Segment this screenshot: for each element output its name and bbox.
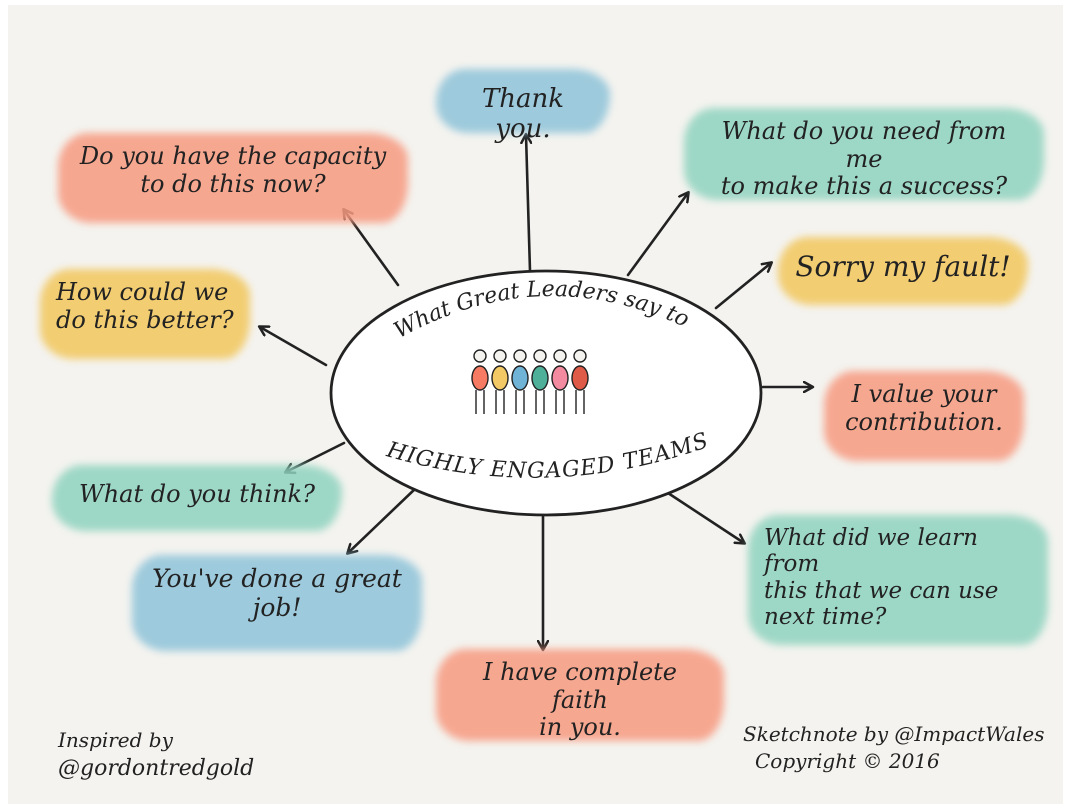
arrow-great-job xyxy=(348,486,418,553)
arrow-learn xyxy=(666,491,744,543)
credit-sketch-line-2: Copyright © 2016 xyxy=(755,749,940,773)
note-better-line-2: do this better? xyxy=(56,305,234,334)
note-capacity-line-2: to do this now? xyxy=(140,169,326,198)
note-thank-you: Thank you. xyxy=(436,69,610,144)
note-sorry: Sorry my fault! xyxy=(778,237,1028,305)
note-learn-line-3: next time? xyxy=(764,604,887,631)
note-capacity: Do you have the capacity to do this now? xyxy=(58,133,408,223)
credit-sketchnote: Sketchnote by @ImpactWales Copyright © 2… xyxy=(743,721,1044,775)
credit-inspired-line-2: @gordontredgold xyxy=(58,756,255,781)
note-faith-line-1: I have complete faith xyxy=(482,658,677,714)
credit-sketch-line-1: Sketchnote by @ImpactWales xyxy=(743,722,1045,746)
note-learn-line-1: What did we learn from xyxy=(764,525,978,578)
note-value-line-2: contribution. xyxy=(845,407,1003,436)
credit-inspired-line-1: Inspired by xyxy=(58,728,173,752)
note-think-text: What do you think? xyxy=(79,480,315,508)
arrow-better xyxy=(260,327,328,367)
arrow-thank-you xyxy=(526,135,530,273)
note-sorry-text: Sorry my fault! xyxy=(795,250,1011,283)
note-need-line-1: What do you need from me xyxy=(721,117,1007,173)
note-learn-line-2: this that we can use xyxy=(764,577,999,604)
note-need-from-me: What do you need from me to make this a … xyxy=(684,108,1044,200)
note-great-job: You've done a great job! xyxy=(132,555,422,651)
diagram-lines: What Great Leaders say to HIGHLY ENGAGED… xyxy=(8,5,1063,804)
note-capacity-line-1: Do you have the capacity xyxy=(79,142,387,170)
group-of-people-icon xyxy=(471,349,589,414)
note-faith: I have complete faith in you. xyxy=(436,649,724,741)
arrow-need-from-me xyxy=(626,193,688,277)
credit-inspired: Inspired by @gordontredgold xyxy=(58,727,254,784)
sketchnote-canvas: What Great Leaders say to HIGHLY ENGAGED… xyxy=(8,5,1063,804)
note-great-job-line-1: You've done a great xyxy=(152,564,402,593)
center-ellipse xyxy=(329,269,763,517)
note-great-job-line-2: job! xyxy=(252,592,302,622)
note-faith-line-2: in you. xyxy=(539,713,621,742)
note-value: I value your contribution. xyxy=(824,371,1024,461)
arrow-sorry xyxy=(714,263,771,310)
note-learn: What did we learn from this that we can … xyxy=(748,515,1048,645)
note-value-line-1: I value your xyxy=(851,380,997,408)
note-think: What do you think? xyxy=(52,465,342,531)
note-better: How could we do this better? xyxy=(40,269,250,359)
note-thank-you-text: Thank you. xyxy=(481,84,565,144)
note-need-line-2: to make this a success? xyxy=(720,172,1008,201)
note-better-line-1: How could we xyxy=(56,278,229,306)
